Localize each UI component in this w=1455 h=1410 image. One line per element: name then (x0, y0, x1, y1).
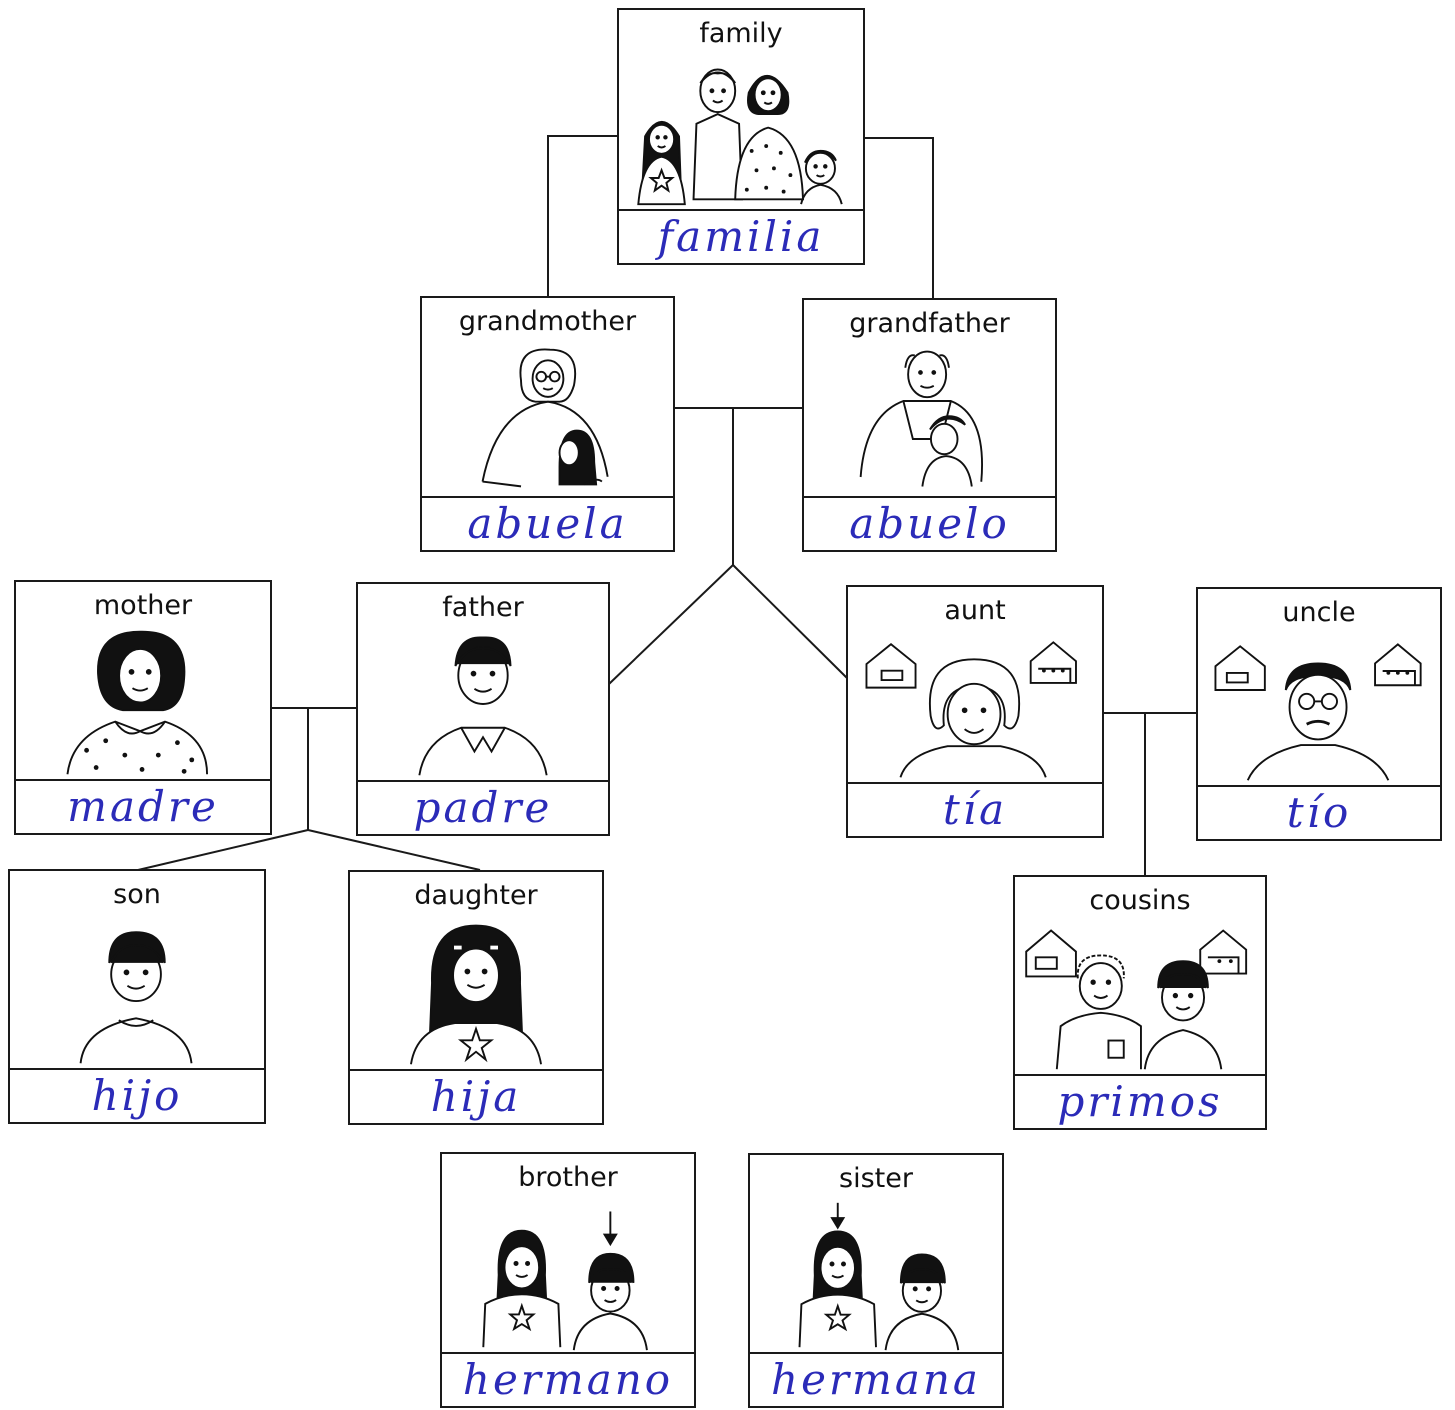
family-illustration (619, 54, 863, 209)
card-answer: primos (1015, 1074, 1265, 1128)
card-cousins: cousins primos (1013, 875, 1267, 1130)
mother-illustration (16, 626, 270, 779)
house-icon (1214, 645, 1266, 691)
connector-to-aunt (732, 564, 850, 681)
card-label: grandmother (458, 306, 637, 337)
card-sister: sister (748, 1153, 1004, 1408)
card-answer: abuela (422, 496, 673, 550)
card-label: grandfather (849, 308, 1010, 339)
father-illustration (358, 628, 608, 780)
card-son: son hijo (8, 869, 266, 1124)
card-aunt: aunt tía (846, 585, 1104, 838)
connector-to-daughter (307, 829, 481, 871)
card-grandmother: grandmother abuela (420, 296, 675, 552)
aunt-illustration (848, 631, 1102, 782)
card-uncle: uncle tío (1196, 587, 1442, 841)
card-answer: hija (350, 1069, 602, 1123)
card-label: cousins (1089, 885, 1191, 916)
card-father: father padre (356, 582, 610, 836)
house-icon (865, 642, 917, 689)
card-label: aunt (944, 595, 1006, 626)
grandfather-illustration (804, 344, 1055, 496)
connector-to-father (608, 564, 734, 685)
card-answer: tío (1198, 785, 1440, 839)
connector-family-grandmother (547, 135, 617, 298)
grandmother-illustration (422, 342, 673, 496)
card-answer: hermano (442, 1352, 694, 1406)
uncle-illustration (1198, 633, 1440, 785)
connector-family-grandfather (864, 137, 934, 300)
card-label: uncle (1282, 597, 1356, 628)
brother-illustration (442, 1198, 694, 1352)
card-daughter: daughter hija (348, 870, 604, 1125)
card-grandfather: grandfather abuelo (802, 298, 1057, 552)
cousins-illustration (1015, 921, 1265, 1074)
card-mother: mother madre (14, 580, 272, 835)
card-family: family (617, 8, 865, 265)
arrow-down-icon (830, 1202, 846, 1230)
card-label: father (442, 592, 524, 623)
card-answer: madre (16, 779, 270, 833)
card-answer: hijo (10, 1068, 264, 1122)
card-answer: tía (848, 782, 1102, 836)
house-icon (1025, 929, 1077, 978)
daughter-illustration (350, 916, 602, 1069)
card-label: sister (839, 1163, 913, 1194)
card-answer: hermana (750, 1352, 1002, 1406)
sister-illustration (750, 1199, 1002, 1352)
card-label: daughter (414, 880, 538, 911)
card-label: son (113, 879, 161, 910)
card-label: brother (518, 1162, 618, 1193)
card-brother: brother (440, 1152, 696, 1408)
card-label: mother (93, 590, 193, 621)
card-answer: abuelo (804, 496, 1055, 550)
card-answer: padre (358, 780, 608, 834)
card-label: family (699, 18, 783, 49)
son-illustration (10, 915, 264, 1068)
connector-to-son (137, 829, 309, 871)
card-answer: familia (619, 209, 863, 263)
arrow-down-icon (602, 1211, 618, 1247)
